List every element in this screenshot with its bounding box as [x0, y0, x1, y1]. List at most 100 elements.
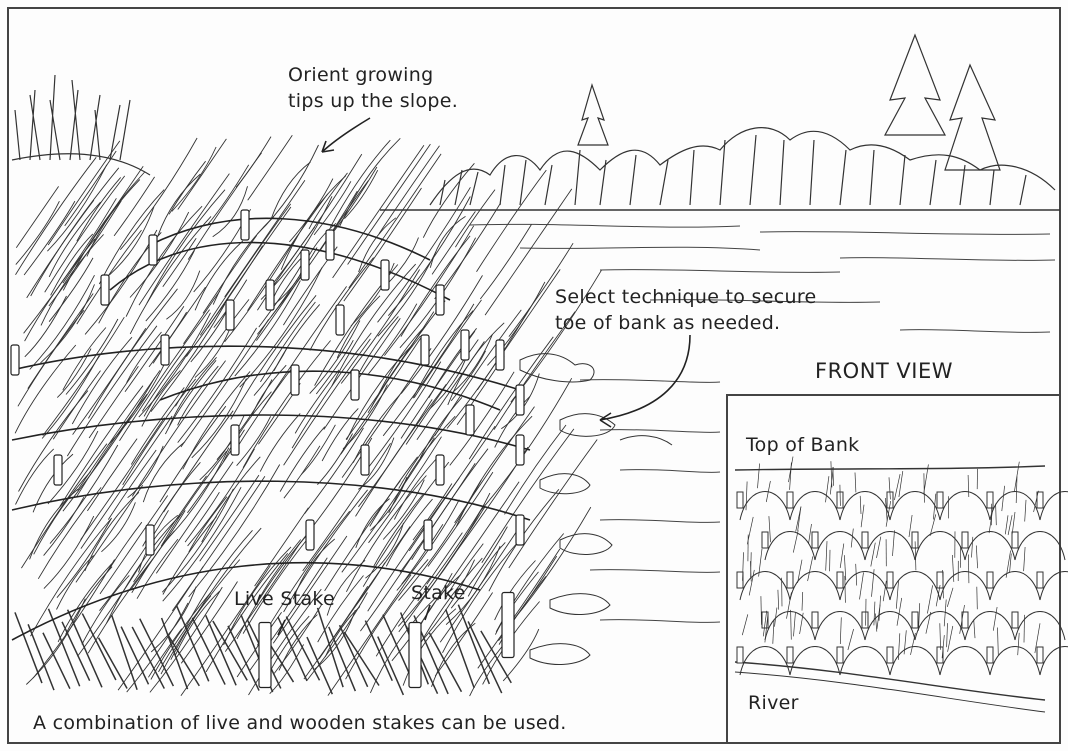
brush-stroke [284, 446, 320, 498]
river-label: River [748, 690, 799, 716]
brush-stroke [478, 549, 560, 668]
stake-post [1012, 532, 1018, 548]
brush-stroke [495, 396, 530, 447]
brush-stroke [82, 614, 116, 680]
brush-stroke [81, 416, 172, 549]
brush-stroke [348, 144, 431, 264]
stake-post [737, 647, 743, 663]
brush-stroke [45, 176, 125, 292]
stake-post [496, 340, 504, 370]
brush-stroke [303, 443, 391, 571]
stake-post [962, 532, 968, 548]
brush-stroke [104, 207, 154, 280]
stake-post [1037, 572, 1043, 588]
stake-post [737, 572, 743, 588]
brush-stroke [968, 555, 969, 584]
stake-post [862, 532, 868, 548]
stake-post [231, 425, 239, 455]
brush-stroke [163, 448, 229, 544]
brush-stroke [260, 413, 300, 471]
brush-stroke [68, 610, 102, 688]
brush-stroke [130, 212, 189, 297]
brush-stroke [160, 406, 226, 502]
brush-stroke [480, 224, 531, 299]
brush-stroke [423, 163, 474, 237]
stake-post [149, 235, 157, 265]
stake-post [516, 515, 524, 545]
stake-post [306, 520, 314, 550]
stake-post [862, 612, 868, 628]
brush-stroke [192, 618, 225, 685]
brush-stroke [480, 378, 572, 511]
stake-post [987, 647, 993, 663]
stake-post [54, 455, 62, 485]
brush-stroke [236, 137, 271, 188]
stake-post [361, 445, 369, 475]
brush-stroke [977, 587, 978, 610]
brush-stroke [435, 310, 521, 436]
stake-post [502, 593, 514, 658]
stake-post [987, 492, 993, 508]
brush-stroke [316, 340, 353, 394]
stake-post [409, 623, 421, 688]
caption: A combination of live and wooden stakes … [33, 710, 567, 736]
brush-stroke [248, 135, 293, 200]
stake-post [812, 612, 818, 628]
brush-stroke [137, 539, 178, 599]
brush-stroke [161, 451, 227, 546]
grass-tuft [12, 75, 150, 175]
stake-post [101, 275, 109, 305]
brush-stroke [27, 200, 94, 298]
brush-stroke [432, 211, 475, 274]
stake-post [421, 335, 429, 365]
brush-stroke [175, 591, 220, 656]
brush-stroke [164, 411, 234, 512]
brush-stroke [237, 416, 271, 465]
brush-stroke [25, 239, 95, 341]
distant-treeline [380, 35, 1060, 210]
stake-post [516, 385, 524, 415]
brush-stroke [189, 497, 227, 552]
stake-post [336, 305, 344, 335]
brush-stroke [340, 625, 368, 687]
stake-post [912, 612, 918, 628]
brush-stroke [379, 146, 440, 234]
stake-post [516, 435, 524, 465]
brush-stroke [452, 334, 492, 393]
brush-stroke [57, 519, 111, 598]
stake-post [937, 492, 943, 508]
brush-stroke [30, 275, 95, 369]
stake-post [461, 330, 469, 360]
brush-stroke [16, 449, 54, 505]
brush-stroke [340, 138, 401, 226]
stake-post [146, 525, 154, 555]
brush-stroke [469, 337, 553, 459]
brush-stroke [325, 481, 401, 591]
brush-stroke [200, 475, 259, 561]
brush-stroke [156, 462, 233, 574]
stake-post [787, 572, 793, 588]
stake-post [11, 345, 19, 375]
brush-stroke [100, 496, 168, 594]
stake-post [1037, 647, 1043, 663]
brush-stroke [195, 241, 243, 310]
stake-post [301, 250, 309, 280]
brush-stroke [41, 284, 95, 363]
brush-stroke [132, 361, 225, 497]
brush-stroke [329, 627, 356, 691]
stake-post [762, 532, 768, 548]
stakes [11, 210, 524, 688]
stake-post [161, 335, 169, 365]
brush-stroke [435, 203, 501, 299]
brush-stroke [181, 319, 269, 447]
stake-label: Stake [411, 580, 466, 606]
orient-note-line2: tips up the slope. [288, 88, 458, 114]
stake-post [837, 647, 843, 663]
brush-stroke [359, 218, 396, 272]
brush-stroke [271, 162, 311, 220]
stake-post [226, 300, 234, 330]
brush-stroke [43, 317, 125, 436]
live-stake-label: Live Stake [234, 586, 335, 612]
brush-stroke [19, 391, 88, 492]
